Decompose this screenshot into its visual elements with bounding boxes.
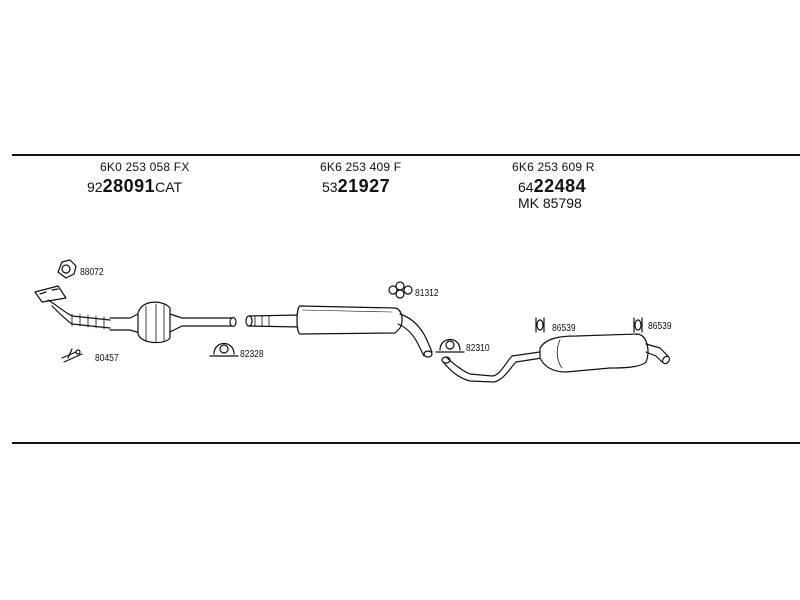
oem-number-front: 6K0 253 058 FX bbox=[100, 160, 190, 174]
label-bolts: 80457 bbox=[95, 353, 119, 364]
bolt-icon bbox=[61, 348, 83, 363]
label-hanger-rear-2: 86539 bbox=[648, 321, 672, 332]
part-prefix-middle: 53 bbox=[322, 179, 338, 195]
hanger-icon-rear-1 bbox=[535, 317, 545, 333]
center-muffler bbox=[245, 305, 433, 358]
front-downpipe bbox=[34, 285, 141, 334]
clamp-icon-rear bbox=[435, 338, 465, 353]
rear-silencer bbox=[441, 333, 671, 383]
label-clamp-cat: 82328 bbox=[240, 349, 264, 360]
mounting-kit-number: MK 85798 bbox=[518, 195, 582, 211]
label-clamp-rear: 82310 bbox=[466, 343, 490, 354]
part-number-front: 9228091CAT bbox=[87, 176, 182, 197]
gasket-icon bbox=[57, 259, 77, 279]
clamp-icon-cat bbox=[209, 342, 239, 357]
label-hanger-mid: 81312 bbox=[415, 288, 439, 299]
hanger-icon-mid bbox=[388, 281, 413, 299]
part-suffix-front: CAT bbox=[155, 179, 183, 195]
part-main-middle: 21927 bbox=[337, 176, 391, 196]
label-hanger-rear-1: 86539 bbox=[552, 323, 576, 334]
part-prefix-front: 92 bbox=[87, 179, 103, 195]
part-main-front: 28091 bbox=[102, 176, 156, 196]
hanger-icon-rear-2 bbox=[633, 317, 643, 333]
oem-number-rear: 6K6 253 609 R bbox=[512, 160, 595, 174]
part-number-rear: 6422484 bbox=[518, 176, 586, 197]
top-divider bbox=[12, 154, 800, 156]
part-prefix-rear: 64 bbox=[518, 179, 534, 195]
catalytic-converter bbox=[137, 301, 237, 344]
oem-number-middle: 6K6 253 409 F bbox=[320, 160, 402, 174]
label-gasket: 88072 bbox=[80, 267, 104, 278]
part-number-middle: 5321927 bbox=[322, 176, 390, 197]
part-main-rear: 22484 bbox=[533, 176, 587, 196]
bottom-divider bbox=[12, 442, 800, 444]
